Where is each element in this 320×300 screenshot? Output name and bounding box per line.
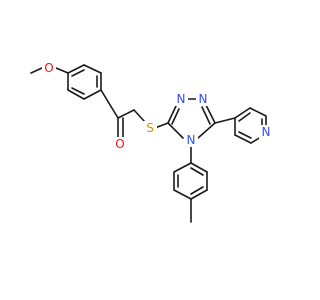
sulfur-label: S bbox=[146, 121, 154, 135]
atom-labels: O O S N N N N bbox=[42, 61, 273, 151]
bond bbox=[190, 162, 208, 173]
structure-diagram: O O S N N N N bbox=[30, 61, 273, 223]
triazole-n1-label: N bbox=[177, 92, 186, 106]
bond bbox=[117, 109, 135, 119]
bond bbox=[234, 107, 251, 119]
bond bbox=[83, 89, 102, 100]
bond bbox=[30, 67, 43, 74]
bond bbox=[55, 67, 69, 74]
bond bbox=[190, 167, 204, 176]
molecule-canvas: O O S N N N N bbox=[30, 61, 273, 223]
bond bbox=[249, 107, 267, 117]
bond bbox=[154, 122, 169, 129]
bond bbox=[83, 64, 102, 74]
bond bbox=[173, 189, 192, 200]
triazole-n2-label: N bbox=[199, 92, 208, 106]
bond bbox=[234, 134, 252, 144]
bond bbox=[67, 64, 85, 74]
bond bbox=[238, 112, 251, 122]
carbonyl-oxygen-label: O bbox=[115, 137, 124, 151]
triazole-n4-label: N bbox=[187, 133, 196, 147]
bond bbox=[167, 122, 184, 139]
bond bbox=[133, 109, 146, 123]
bond bbox=[197, 122, 216, 139]
bonds bbox=[30, 64, 267, 223]
bond bbox=[71, 69, 85, 77]
bond bbox=[173, 162, 192, 173]
bond bbox=[214, 117, 236, 124]
bond bbox=[205, 104, 216, 124]
pyridine-nitrogen-label: N bbox=[262, 125, 271, 139]
bond bbox=[190, 186, 204, 195]
bond bbox=[238, 131, 252, 139]
bond bbox=[167, 105, 177, 124]
bond bbox=[201, 106, 211, 125]
bond bbox=[190, 189, 208, 200]
bond bbox=[100, 89, 119, 119]
methoxy-oxygen-label: O bbox=[44, 61, 53, 75]
bond bbox=[171, 108, 180, 125]
bond bbox=[71, 87, 85, 95]
bond bbox=[67, 89, 85, 100]
